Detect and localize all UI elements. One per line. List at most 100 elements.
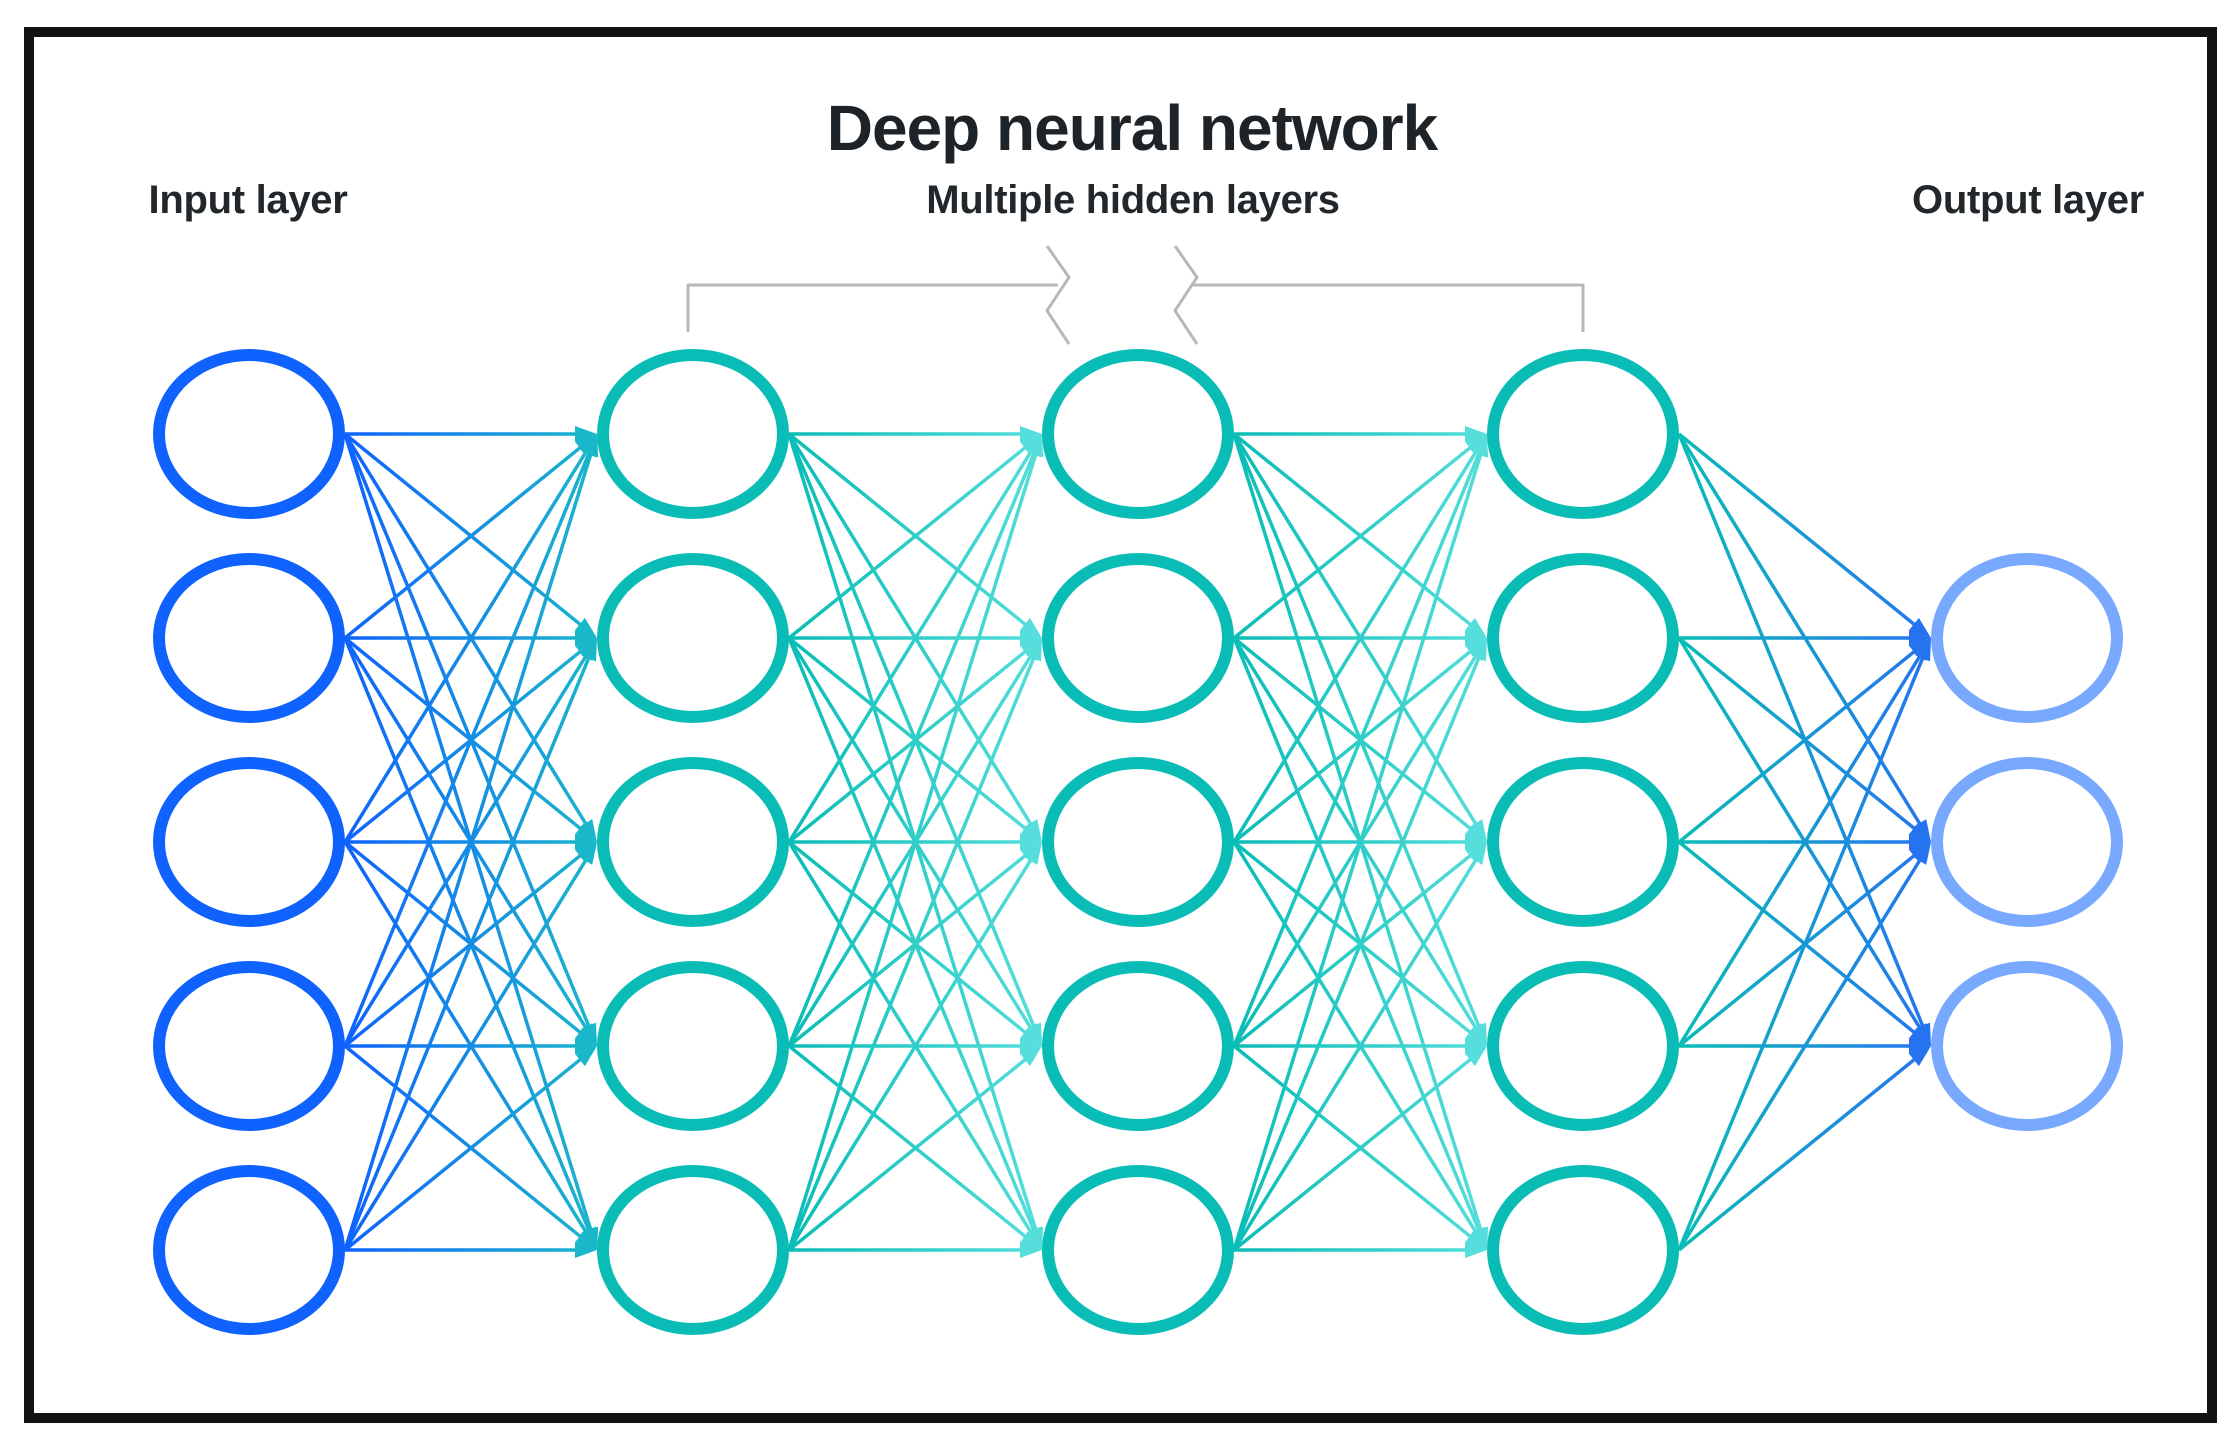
arrowhead-icon (1908, 821, 1931, 842)
connection-line (1677, 433, 1927, 1031)
connection-line (787, 443, 1030, 640)
connection-line (1677, 855, 1924, 1251)
arrowhead-icon (1909, 630, 1931, 646)
connection-line (787, 1044, 1030, 1241)
connection-line (343, 447, 590, 843)
connection-line (787, 433, 1038, 1031)
hidden-layer-1-node (597, 757, 789, 927)
connection-line (343, 449, 594, 1251)
connection-line (787, 447, 1035, 843)
arrowhead-icon (1465, 1038, 1487, 1054)
connection-line (1232, 449, 1483, 1047)
arrowhead-icon (575, 1038, 597, 1054)
connection-line (787, 432, 1030, 629)
bracket-break-mark (1045, 245, 1071, 345)
arrowhead-icon (582, 434, 599, 458)
arrowhead-icon (1020, 426, 1042, 442)
connection-line (1677, 840, 1919, 1037)
hidden-layer-3-node (1487, 1165, 1679, 1335)
arrowhead-icon (1912, 842, 1931, 865)
connection-line (343, 636, 585, 833)
connection-line (343, 432, 585, 629)
arrowhead-icon (574, 1046, 597, 1067)
arrowhead-icon (1909, 1038, 1931, 1054)
arrowhead-icon (1020, 630, 1042, 646)
input-layer-node (153, 961, 345, 1131)
hidden-layer-1-node (597, 349, 789, 519)
arrowhead-icon (1027, 434, 1044, 458)
connection-line (1232, 433, 1484, 1235)
connections (343, 426, 1931, 1258)
connection-line (1232, 433, 1483, 1031)
connection-line (787, 637, 1038, 1235)
bracket-left-segment (686, 283, 1058, 332)
hidden-layer-2-node (1042, 1165, 1234, 1335)
arrowhead-icon (1020, 1242, 1042, 1258)
connection-line (343, 840, 585, 1037)
arrowhead-icon (1464, 618, 1487, 638)
connection-line (1677, 647, 1919, 844)
arrowhead-icon (575, 426, 597, 442)
arrowhead-icon (1019, 618, 1042, 638)
connection-line (787, 651, 1035, 1047)
connection-line (787, 840, 1030, 1037)
arrowhead-icon (1019, 1230, 1042, 1250)
arrowhead-icon (1468, 842, 1487, 865)
hidden-layer-3-node (1487, 757, 1679, 927)
connection-line (1232, 432, 1475, 629)
connection-line (343, 433, 593, 1031)
connection-line (1232, 637, 1480, 1033)
arrowhead-icon (574, 1229, 597, 1250)
hidden-layer-3-node (1487, 553, 1679, 723)
connection-line (343, 1055, 585, 1252)
connection-line (343, 647, 585, 844)
hidden-layers-label: Multiple hidden layers (926, 178, 1340, 222)
input-layer-node (153, 349, 345, 519)
connection-line (343, 433, 590, 829)
arrowhead-icon (1908, 1025, 1931, 1046)
arrowhead-icon (578, 842, 597, 865)
arrowhead-icon (574, 617, 597, 638)
arrowhead-icon (1019, 1026, 1042, 1046)
connection-line (1232, 443, 1475, 640)
arrowhead-icon (1464, 822, 1487, 842)
connection-line (1232, 653, 1483, 1251)
connection-line (1232, 841, 1480, 1237)
arrowhead-icon (1465, 426, 1487, 442)
connection-line (1677, 851, 1919, 1048)
connection-line (343, 651, 590, 1047)
connection-line (343, 443, 585, 640)
connection-line (1232, 637, 1483, 1235)
arrowhead-icon (575, 630, 597, 646)
hidden-layer-2-node (1042, 553, 1234, 723)
hidden-layer-3-node (1487, 961, 1679, 1131)
arrowhead-icon (1023, 842, 1042, 865)
arrowhead-icon (1026, 638, 1042, 662)
hidden-layer-1-node (597, 553, 789, 723)
connection-line (1677, 637, 1924, 1033)
connection-line (1677, 651, 1924, 1047)
arrowhead-icon (1909, 834, 1931, 850)
frame-border (24, 27, 2217, 1423)
connection-line (787, 433, 1035, 829)
connection-line (343, 1044, 585, 1241)
connection-line (787, 841, 1035, 1237)
nodes (153, 349, 2123, 1335)
hidden-layer-1-node (597, 961, 789, 1131)
arrowhead-icon (575, 834, 597, 850)
connection-line (1232, 1044, 1475, 1241)
connection-line (1677, 653, 1927, 1251)
connection-line (1232, 851, 1475, 1048)
output-layer-label: Output layer (1912, 178, 2144, 222)
output-layer-node (1931, 757, 2123, 927)
arrowhead-icon (581, 638, 597, 662)
connection-line (1232, 855, 1480, 1251)
input-layer-node (153, 1165, 345, 1335)
arrowhead-icon (574, 1025, 597, 1046)
connection-line (787, 647, 1030, 844)
arrowhead-icon (1019, 822, 1042, 842)
connection-line (343, 637, 593, 1235)
output-layer-node (1931, 553, 2123, 723)
